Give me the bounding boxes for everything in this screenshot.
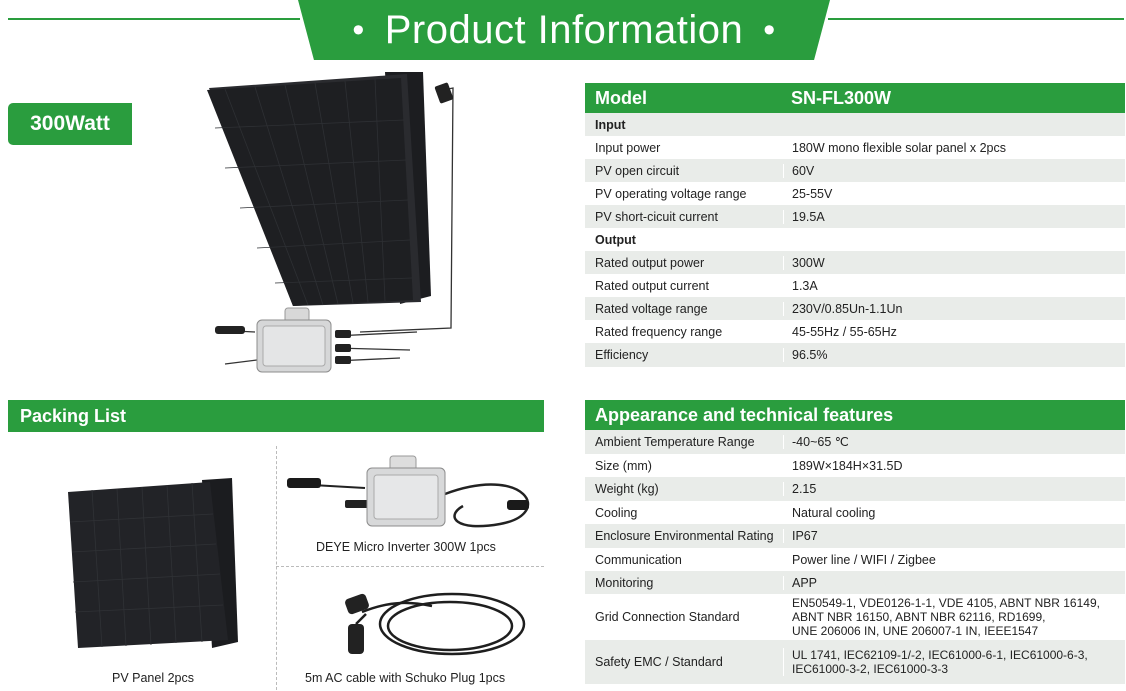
spec-value: 180W mono flexible solar panel x 2pcs <box>783 140 1125 155</box>
feature-value: EN50549-1, VDE0126-1-1, VDE 4105, ABNT N… <box>783 596 1125 638</box>
micro-inverter-image <box>287 455 530 528</box>
model-row: Rated output current 1.3A <box>585 274 1125 297</box>
feature-label: Grid Connection Standard <box>595 610 740 624</box>
wattage-badge: 300Watt <box>8 103 132 145</box>
feature-value: IP67 <box>783 529 1125 543</box>
header-line-left <box>8 18 300 20</box>
spec-value: 45-55Hz / 55-65Hz <box>783 324 1125 339</box>
section-label: Input <box>595 117 626 132</box>
feature-row: Safety EMC / Standard UL 1741, IEC62109-1… <box>585 640 1125 684</box>
spec-value: 19.5A <box>783 209 1125 224</box>
bullet-right: • <box>763 10 776 49</box>
spec-label: PV open circuit <box>595 163 680 178</box>
feature-label: Enclosure Environmental Rating <box>595 529 774 543</box>
feature-row: Size (mm) 189W×184H×31.5D <box>585 454 1125 477</box>
feature-row: Cooling Natural cooling <box>585 501 1125 524</box>
solar-panel-front-image <box>207 78 413 306</box>
feature-label: Size (mm) <box>595 458 652 473</box>
section-label: Output <box>595 232 636 247</box>
feature-label: Weight (kg) <box>595 482 659 496</box>
plug-cable-image <box>359 82 454 333</box>
feature-row: Enclosure Environmental Rating IP67 <box>585 524 1125 548</box>
feature-value: 189W×184H×31.5D <box>783 458 1125 473</box>
packing-divider-horizontal <box>276 566 544 567</box>
product-illustration <box>207 72 454 373</box>
model-row: Input power 180W mono flexible solar pane… <box>585 136 1125 159</box>
pv-panel-image <box>68 478 238 648</box>
page-title-banner: • Product Information • <box>298 0 830 60</box>
feature-row: Grid Connection Standard EN50549-1, VDE01… <box>585 594 1125 640</box>
model-row: PV operating voltage range 25-55V <box>585 182 1125 205</box>
feature-row: Weight (kg) 2.15 <box>585 477 1125 501</box>
feature-value: Power line / WIFI / Zigbee <box>783 552 1125 567</box>
feature-row: Ambient Temperature Range -40~65 ℃ <box>585 430 1125 454</box>
model-label: Model <box>595 87 647 108</box>
model-value: SN-FL300W <box>791 88 892 108</box>
ac-cable-image <box>345 592 526 656</box>
spec-label: Rated voltage range <box>595 301 708 316</box>
packing-list-title: Packing List <box>20 405 127 426</box>
feature-value: -40~65 ℃ <box>783 435 1125 449</box>
features-title: Appearance and technical features <box>595 404 894 425</box>
model-row: Efficiency 96.5% <box>585 343 1125 367</box>
model-row: PV short-cicuit current 19.5A <box>585 205 1125 228</box>
ac-cable-caption: 5m AC cable with Schuko Plug 1pcs <box>305 671 506 685</box>
spec-value: 1.3A <box>783 278 1125 293</box>
spec-label: PV short-cicuit current <box>595 209 718 224</box>
model-header-row: Model SN-FL300W <box>585 83 1125 113</box>
feature-value: UL 1741, IEC62109-1/-2, IEC61000-6-1, IE… <box>783 648 1125 676</box>
spec-value: 230V/0.85Un-1.1Un <box>783 301 1125 316</box>
feature-value: APP <box>783 575 1125 590</box>
page-title: Product Information <box>384 7 744 52</box>
spec-label: Efficiency <box>595 348 649 362</box>
model-row: Rated voltage range 230V/0.85Un-1.1Un <box>585 297 1125 320</box>
pv-panel-caption: PV Panel 2pcs <box>112 671 194 685</box>
feature-label: Cooling <box>595 505 638 520</box>
inverter-caption: DEYE Micro Inverter 300W 1pcs <box>316 540 496 554</box>
spec-value: 96.5% <box>783 348 1125 362</box>
feature-row: Monitoring APP <box>585 571 1125 594</box>
features-spec-table: Appearance and technical features Ambien… <box>585 400 1125 684</box>
spec-label: PV operating voltage range <box>595 186 747 201</box>
feature-value: Natural cooling <box>783 505 1125 520</box>
features-header-row: Appearance and technical features <box>585 400 1125 430</box>
spec-value: 300W <box>783 255 1125 270</box>
spec-label: Input power <box>595 140 661 155</box>
feature-label: Safety EMC / Standard <box>595 655 723 669</box>
model-row: Input <box>585 113 1125 136</box>
model-row: Rated output power 300W <box>585 251 1125 274</box>
spec-label: Rated output current <box>595 278 709 293</box>
spec-label: Rated output power <box>595 255 705 270</box>
spec-value: 25-55V <box>783 186 1125 201</box>
packing-list-header: Packing List <box>8 400 544 432</box>
header-line-right <box>828 18 1124 20</box>
spec-label: Rated frequency range <box>595 324 723 339</box>
model-row: PV open circuit 60V <box>585 159 1125 182</box>
model-row: Output <box>585 228 1125 251</box>
model-row: Rated frequency range 45-55Hz / 55-65Hz <box>585 320 1125 343</box>
inverter-image <box>214 307 418 373</box>
feature-row: Communication Power line / WIFI / Zigbee <box>585 548 1125 571</box>
bullet-left: • <box>352 10 365 49</box>
feature-label: Communication <box>595 552 682 567</box>
feature-label: Ambient Temperature Range <box>595 435 755 449</box>
feature-label: Monitoring <box>595 575 654 590</box>
feature-value: 2.15 <box>783 482 1125 496</box>
spec-value: 60V <box>783 163 1125 178</box>
packing-divider-vertical <box>276 446 277 690</box>
